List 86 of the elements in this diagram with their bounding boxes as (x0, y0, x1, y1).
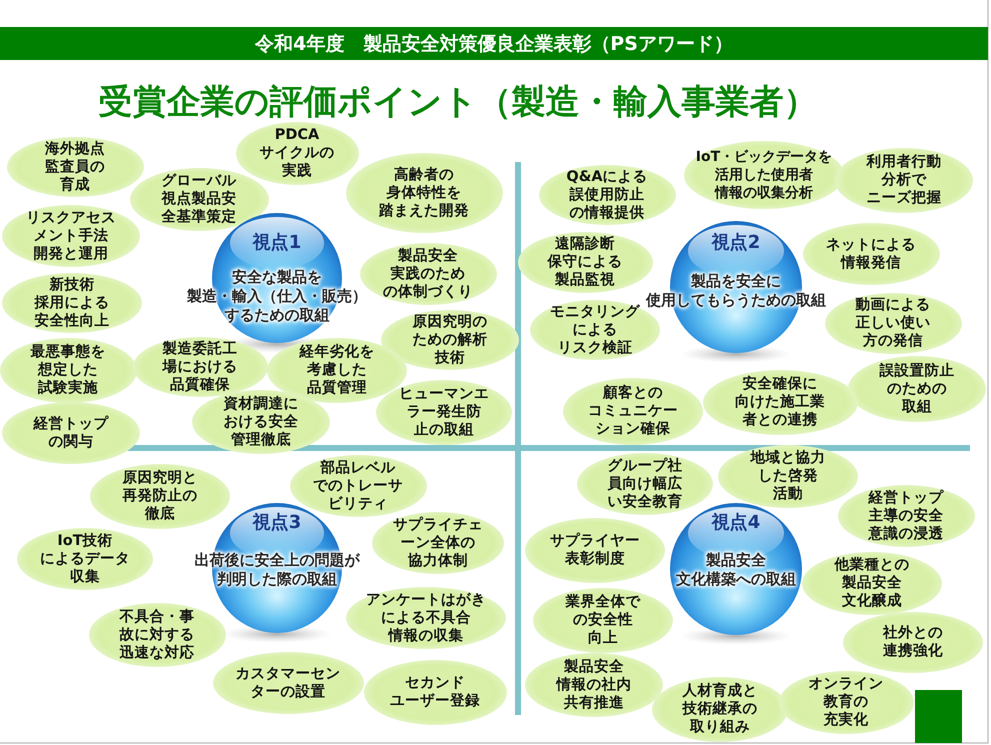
item-text: 経営トップの関与 (34, 415, 108, 451)
item-text: 部品レベルでのトレーサビリティ (313, 459, 403, 513)
ellipse (702, 370, 858, 434)
item-text: オンライン教育の充実化 (808, 675, 884, 729)
ellipse (346, 153, 502, 233)
sphere-heading: 視点1 (252, 232, 302, 254)
ellipse (563, 378, 703, 444)
item-text: IoT・ビックデータを活用した使用者情報の収集分析 (696, 148, 832, 202)
item-text: 製品安全実践のための体制づくり (383, 247, 473, 301)
item-text: リスクアセスメント手法開発と運用 (26, 209, 116, 263)
item-text: 顧客とのコミュニケーション確保 (588, 384, 678, 438)
item-text: 誤設置防止のための取組 (880, 362, 954, 416)
sphere-heading: 視点4 (712, 512, 760, 534)
item-text: 高齢者の身体特性を踏まえた開発 (379, 166, 469, 220)
item-text: グループ社員向け幅広い安全教育 (608, 457, 682, 511)
item-text: セカンドユーザー登録 (390, 674, 480, 710)
sphere-heading: 視点3 (252, 512, 302, 534)
item-text: 不具合・事故に対する迅速な対応 (120, 608, 194, 662)
ellipse (346, 587, 506, 649)
item-text: 動画による正しい使い方の発信 (856, 296, 930, 350)
ellipse (848, 356, 986, 422)
ellipse (130, 168, 268, 230)
ellipse (236, 122, 358, 184)
ellipse (518, 232, 652, 292)
ellipse (652, 676, 788, 742)
item-text: 資材調達における安全管理徹底 (224, 395, 298, 449)
heading: 受賞企業の評価ポイント（製造・輸入事業者） (98, 82, 818, 122)
ellipse (835, 148, 973, 212)
ellipse (838, 485, 974, 547)
item-text: 海外拠点監査員の育成 (45, 140, 105, 194)
ellipse (577, 453, 713, 515)
item-text: カスタマーセンターの設置 (236, 665, 340, 701)
item-text: 遠隔診断保守による製品監視 (548, 235, 622, 289)
item-text: 経年劣化を考慮した品質管理 (300, 343, 374, 397)
item-text: 利用者行動分析でニーズ把握 (866, 153, 942, 207)
item-text: サプライチェーン全体の協力体制 (393, 516, 483, 570)
ellipse (2, 402, 140, 464)
ellipse (525, 653, 663, 717)
item-text: モニタリングによるリスク検証 (550, 303, 640, 357)
ellipse (802, 552, 942, 614)
ellipse (364, 660, 506, 724)
item-text: 地域と協力した啓発活動 (750, 449, 826, 503)
item-text: 原因究明と再発防止の徹底 (122, 469, 198, 523)
item-text: IoT技術によるデータ収集 (40, 532, 130, 586)
item-text: ヒューマンエラー発生防止の取組 (399, 385, 489, 439)
ellipse (533, 588, 673, 652)
ellipse (132, 337, 268, 397)
ellipse (212, 652, 364, 714)
ellipse (538, 165, 676, 225)
item-text: ネットによる情報発信 (826, 236, 916, 272)
sphere-heading: 視点2 (712, 232, 760, 254)
item-text: 社外との連携強化 (883, 624, 943, 660)
ellipse (718, 444, 858, 508)
ellipse (360, 243, 496, 305)
item-text: 製造委託工場における品質確保 (162, 340, 238, 394)
ellipse (381, 310, 519, 370)
ellipse (88, 603, 226, 667)
ellipse (17, 528, 153, 590)
ellipse (372, 512, 504, 574)
ellipse (684, 141, 844, 209)
item-text: 最悪事態を想定した試験実施 (30, 343, 106, 397)
ellipse (525, 518, 665, 582)
ellipse (824, 292, 962, 354)
item-text: 安全確保に向けた施工業者との連携 (735, 375, 825, 429)
title-band: 令和4年度 製品安全対策優良企業表彰（PSアワード） (0, 27, 988, 60)
item-text: アンケートはがきによる不具合情報の収集 (366, 591, 486, 645)
item-text: 人材育成と技術継承の取り組み (682, 682, 758, 736)
item-text: サプライヤー表彰制度 (550, 532, 640, 568)
item-text: PDCAサイクルの実践 (260, 126, 334, 180)
ellipse (2, 273, 142, 333)
sphere-text: 製品安全文化構築への取組 (676, 551, 796, 589)
item-text: 業界全体での安全性向上 (566, 593, 640, 647)
ellipse (376, 380, 512, 444)
item-text: 原因究明のための解析技術 (412, 313, 488, 367)
ellipse (2, 205, 140, 267)
ellipse (6, 137, 144, 197)
item-text: グローバル視点製品安全基準策定 (162, 172, 236, 226)
ellipse (802, 223, 940, 285)
ellipse (843, 612, 983, 672)
item-text: 他業種との製品安全文化醸成 (834, 556, 910, 610)
item-text: Q&Aによる誤使用防止の情報提供 (566, 168, 648, 222)
item-text: 経営トップ主導の安全意識の浸透 (868, 489, 944, 543)
item-text: 製品安全情報の社内共有推進 (556, 658, 632, 712)
ellipse (778, 670, 914, 734)
ellipse (90, 464, 230, 528)
item-text: 新技術採用による安全性向上 (34, 276, 110, 330)
